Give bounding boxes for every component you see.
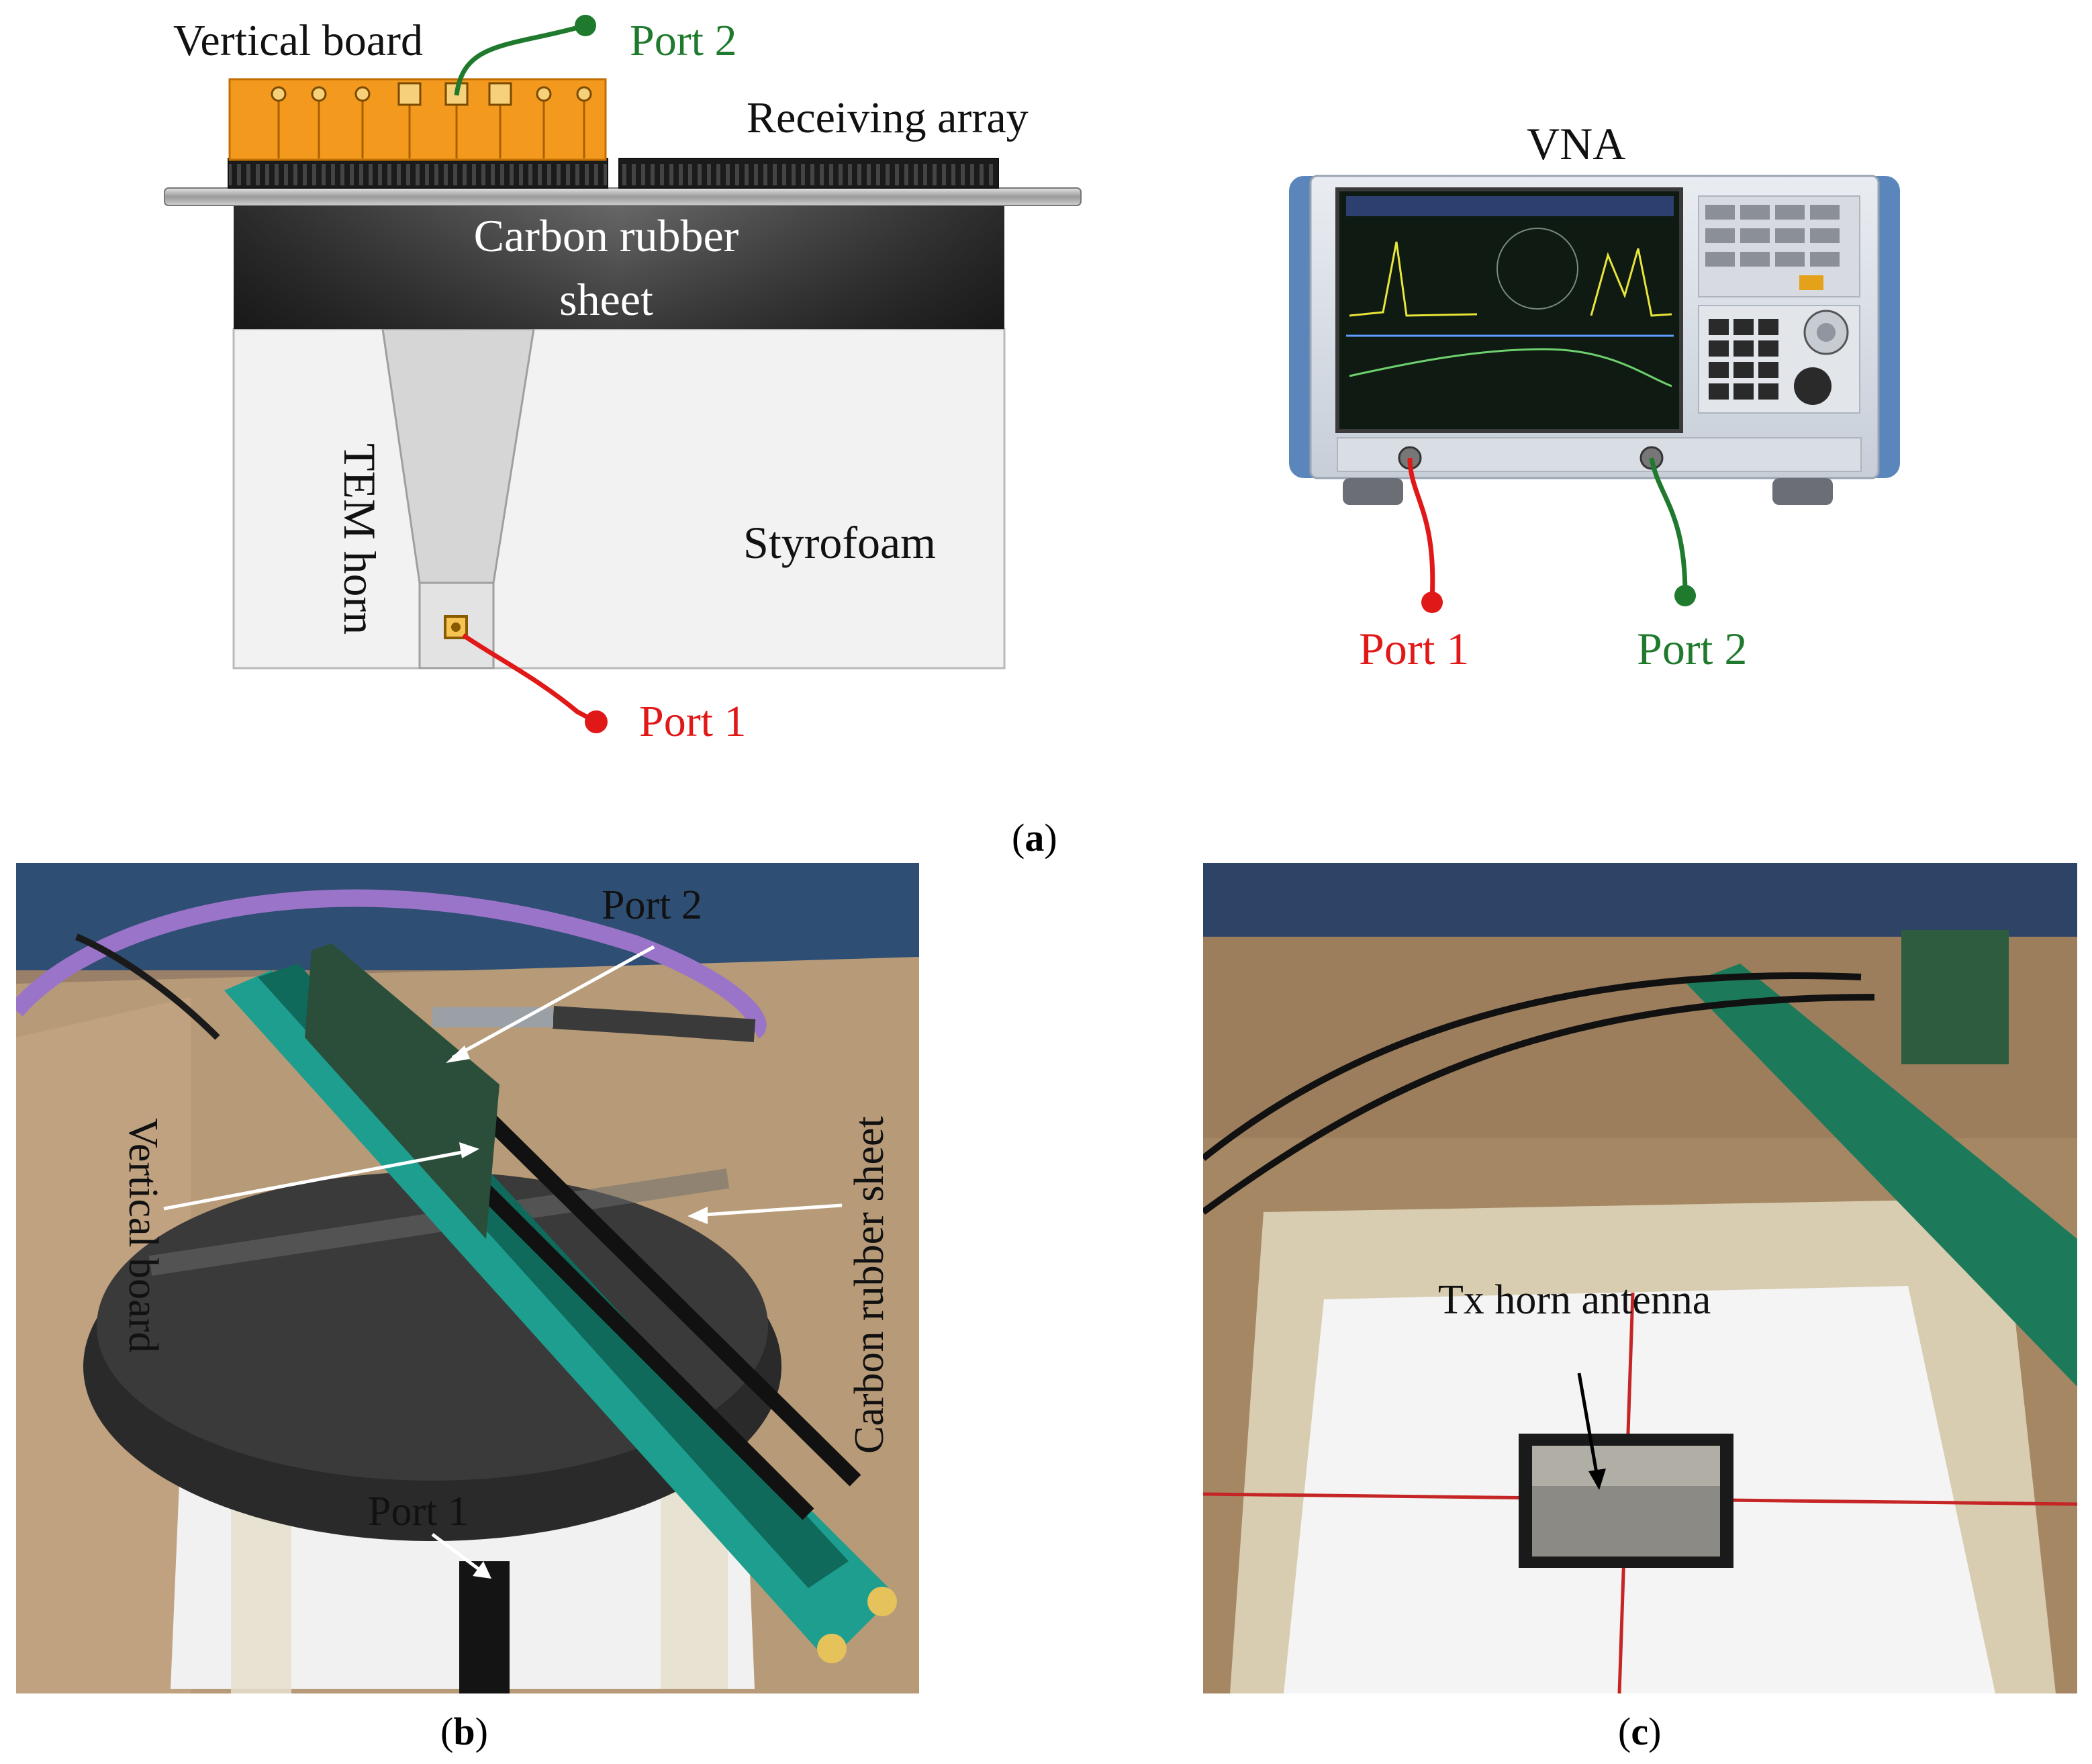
caption-b: (b): [440, 1710, 488, 1753]
label-port2-a: Port 2: [630, 16, 737, 65]
caption-a: (a): [1012, 816, 1057, 860]
caption-b-letter: b: [453, 1710, 475, 1753]
label-carbon-rubber-sheet-a: Carbon rubber sheet: [376, 204, 837, 332]
panel-a-schematic: [164, 15, 1900, 733]
port1-dot-schematic: [585, 710, 608, 733]
vna-instrument: [1289, 175, 1900, 505]
vertical-board-traces: [277, 101, 585, 158]
photo-c-illustration: [1203, 863, 2077, 1693]
caption-c-letter: c: [1631, 1710, 1649, 1753]
ground-plate: [164, 187, 1082, 206]
caption-c: (c): [1618, 1710, 1662, 1753]
photo-b-arrow-port2: [451, 945, 655, 1060]
label-port2-b: Port 2: [602, 882, 702, 928]
vna-port1-cable: [1407, 457, 1435, 602]
label-tx-horn: Tx horn antenna: [1438, 1277, 1711, 1323]
label-vertical-board-b: Vertical board: [120, 1118, 166, 1353]
vna-port1-dot: [1421, 592, 1443, 613]
label-vna-port2: Port 2: [1637, 623, 1748, 674]
styrofoam-block: [232, 328, 1006, 669]
photo-c-receiving-array: [1686, 964, 2077, 1387]
photo-b-arrow-carbon: [694, 1203, 843, 1217]
photo-b-arrow-vertical-board: [163, 1148, 473, 1211]
photo-c-arrow-tx-horn: [1577, 1373, 1600, 1481]
label-port1-b: Port 1: [368, 1489, 469, 1534]
port2-cable-schematic: [454, 23, 586, 96]
label-receiving-array: Receiving array: [747, 93, 1029, 142]
vna-port2-cable: [1649, 457, 1688, 595]
receiving-array-connector-left: [228, 158, 608, 189]
photo-b-illustration: [16, 863, 919, 1693]
label-vertical-board-a: Vertical board: [173, 16, 423, 65]
label-carbon-rubber-sheet-b: Carbon rubber sheet: [847, 1116, 892, 1454]
label-tem-horn: TEM horn: [334, 443, 385, 635]
label-vna: VNA: [1527, 118, 1626, 169]
port2-dot-schematic: [575, 15, 596, 36]
label-styrofoam: Styrofoam: [743, 517, 937, 568]
photo-b-port1-cable: [459, 1561, 510, 1693]
label-carbon-rubber-line2: sheet: [559, 274, 653, 326]
vertical-board-pads: [271, 82, 592, 106]
receiving-array-connector-right: [618, 158, 999, 189]
label-carbon-rubber-line1: Carbon rubber: [473, 210, 739, 261]
vna-port2-dot: [1674, 585, 1696, 606]
caption-a-letter: a: [1025, 816, 1045, 860]
port1-cable-schematic: [462, 633, 598, 725]
photo-c: Tx horn antenna: [1203, 863, 2077, 1693]
photo-b: Port 2 Vertical board Carbon rubber shee…: [16, 863, 919, 1693]
label-vna-port1: Port 1: [1359, 623, 1470, 674]
photo-b-vertical-board: [305, 943, 500, 1239]
label-port1-a: Port 1: [639, 697, 747, 746]
photo-b-arrow-port1: [431, 1533, 487, 1576]
